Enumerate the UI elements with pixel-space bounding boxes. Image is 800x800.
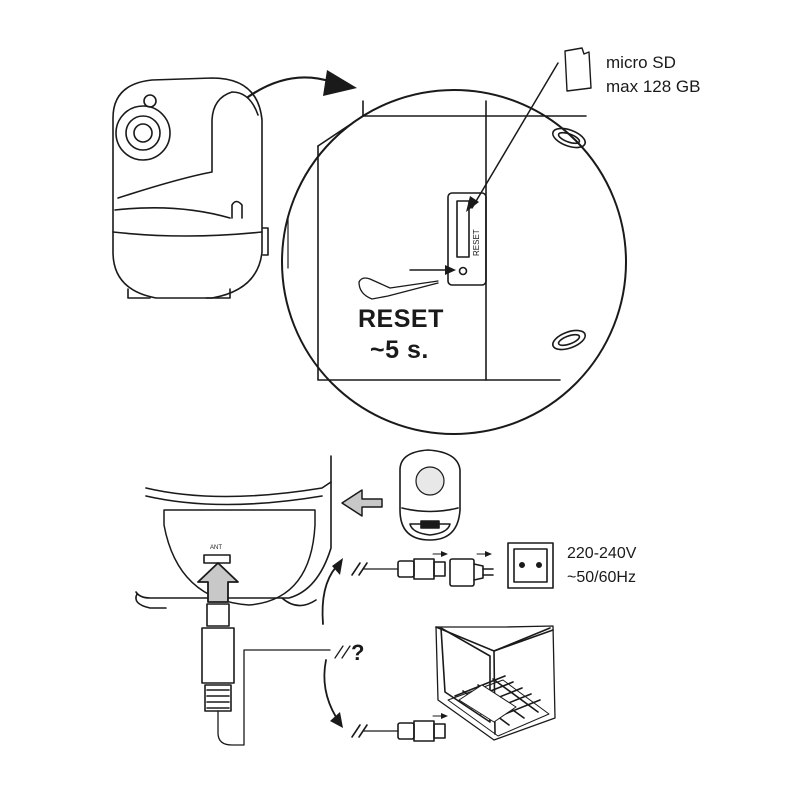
reset-hole [458, 266, 468, 276]
camera-base-view [135, 455, 332, 609]
up-arrow-icon [197, 562, 239, 603]
reset-slot-label: RESET [472, 229, 481, 256]
ant-port [203, 554, 231, 564]
sd-card-icon [564, 47, 592, 92]
voltage-label: 220-240V [567, 545, 637, 562]
sd-card-label: micro SD [606, 53, 676, 72]
camera-front-view [112, 77, 269, 299]
curved-arrow-icon [246, 70, 357, 99]
frequency-label: ~50/60Hz [567, 569, 636, 586]
reset-title: RESET [358, 305, 444, 333]
reset-duration: ~5 s. [370, 336, 429, 364]
laptop-icon [435, 625, 556, 741]
port-panel [447, 192, 487, 286]
choice-marker: ? [351, 640, 365, 665]
magnified-detail [281, 89, 627, 435]
wall-socket-icon [507, 542, 554, 589]
screw-hole-icon [551, 329, 587, 351]
usb-cable-plug [201, 603, 331, 746]
sd-slot [456, 200, 470, 258]
screw-hole-icon [551, 127, 587, 149]
pin-tool-icon [358, 277, 439, 300]
speaker-grille [415, 466, 445, 496]
left-arrow-icon [341, 489, 383, 517]
usb-plug-laptop [351, 713, 448, 742]
ant-port-label: ANT [210, 545, 222, 551]
sd-card-capacity: max 128 GB [606, 77, 701, 96]
usb-power-adapter [351, 551, 494, 587]
camera-back-view [399, 449, 461, 541]
